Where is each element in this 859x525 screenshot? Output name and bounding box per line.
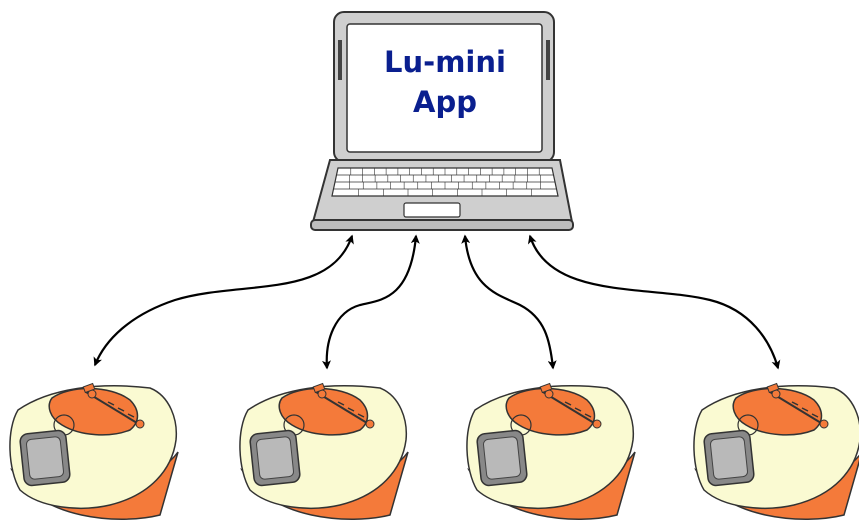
connection-arrow-4 [527, 234, 781, 370]
screen-title-line-1: Lu-mini [384, 45, 506, 79]
lu-mini-device-1 [8, 382, 179, 521]
trackpad [403, 202, 461, 218]
connection-arrow-1 [93, 234, 354, 367]
lu-mini-device-2 [238, 382, 409, 521]
lu-mini-device-4 [692, 382, 859, 521]
laptop-icon: Lu-mini App [310, 11, 574, 231]
screen-title-line-2: App [413, 85, 477, 119]
laptop-screen [346, 23, 543, 153]
connections [93, 234, 781, 370]
connection-arrow-2 [321, 234, 420, 370]
lu-mini-device-3 [465, 382, 636, 521]
